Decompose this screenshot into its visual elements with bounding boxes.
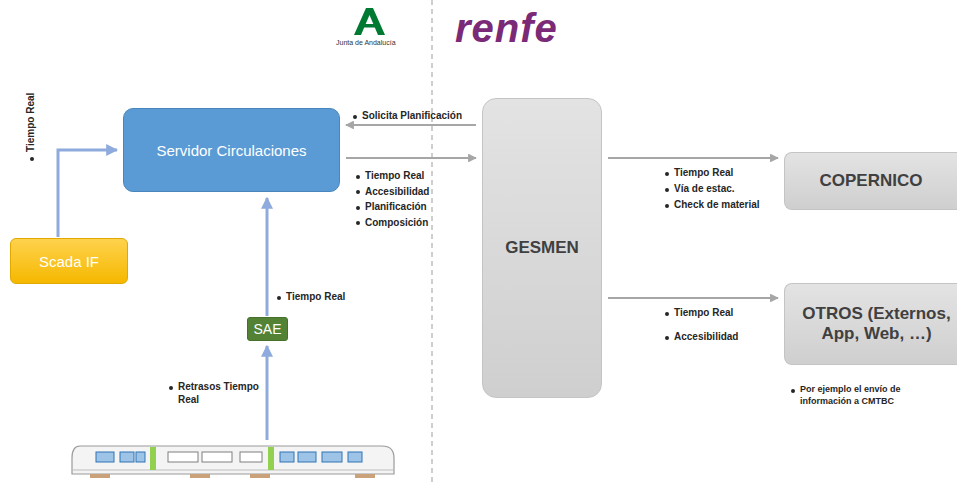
flow-item: Planificación [355,200,427,213]
note: Por ejemplo el envío de información a CM… [790,384,950,407]
train-arrow [266,346,269,440]
divider-line [431,0,433,483]
sae-box: SAE [247,317,288,341]
edge-label: Solicita Planificación [352,109,462,122]
flow-item: Tiempo Real [355,169,424,182]
connector-arrow [266,198,269,316]
server-box: Servidor Circulaciones [123,108,340,192]
flow-item: Accesibilidad [355,185,429,198]
node-text: Servidor Circulaciones [156,142,306,159]
flow-item: Tiempo Real [664,306,733,319]
train-illustration [72,446,394,478]
scada-box: Scada IF [10,238,128,284]
node-text: GESMEN [505,238,579,258]
junta-logo [354,8,385,35]
edge-label: Tiempo Real [276,290,345,303]
node-text: OTROS (Externos, App, Web, …) [785,304,957,344]
flow-item: Check de material [664,198,760,211]
flow-item: Composición [355,216,428,229]
node-text: SAE [253,321,281,337]
node-text: COPERNICO [820,171,923,191]
connector-arrow [608,157,778,159]
system-box: COPERNICO [784,152,957,210]
connector-arrow [58,150,117,237]
system-box: OTROS (Externos, App, Web, …) [784,283,957,365]
flow-item: Accesibilidad [664,330,738,343]
connector-arrow [346,157,476,159]
flow-item: Vía de estac. [664,182,735,195]
edge-label: Tiempo Real [24,93,37,162]
flow-item: Retrasos Tiempo Real [168,380,270,406]
gesmen-box: GESMEN [482,98,602,398]
connector-arrow [608,297,778,299]
node-text: Scada IF [39,253,99,270]
flow-item: Tiempo Real [664,166,733,179]
company-logo: renfe [455,8,558,48]
connector-arrow [346,124,476,126]
logo-caption: Junta de Andalucía [336,38,396,47]
